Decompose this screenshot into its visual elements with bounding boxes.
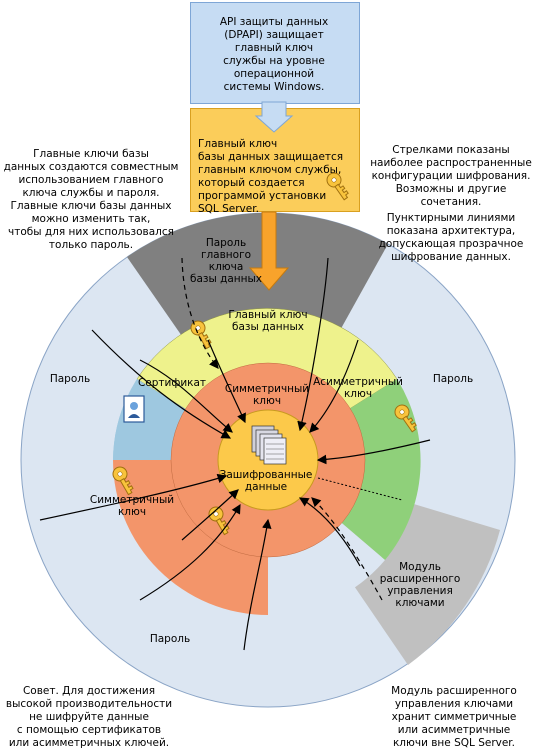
label-db-password-1: Пароль: [206, 237, 246, 249]
note-line: использованием главного: [18, 174, 164, 186]
note-line: чтобы для них использовался: [8, 226, 174, 238]
note-bottom-right: Модуль расширенного управления ключами х…: [368, 685, 540, 750]
label-ekm-2: расширенного: [380, 573, 461, 585]
note-line: только пароль.: [48, 239, 134, 251]
label-ekm-3: управления: [387, 585, 453, 597]
dpapi-line: (DPAPI) защищает: [224, 29, 324, 41]
note-line: Возможны и другие: [395, 183, 507, 195]
service-master-key-icon: [323, 169, 353, 203]
arrow-bottom-left-to-center: [139, 503, 241, 601]
label-encrypted-data-1: Зашифрованные: [220, 469, 313, 481]
dpapi-line: операционной: [233, 68, 315, 80]
note-line: или асимметричных ключей.: [8, 737, 170, 749]
note-bottom-left: Совет. Для достижения высокой производит…: [0, 685, 178, 750]
note-line: Главные ключи базы данных: [10, 200, 172, 212]
label-ekm-1: Модуль: [399, 561, 441, 573]
smk-line: базы данных защищается: [198, 151, 344, 163]
note-line: показана архитектура,: [386, 225, 516, 237]
smk-line: который создается: [198, 177, 305, 189]
label-encrypted-data-2: данные: [245, 481, 287, 493]
dashed-arrow-dbpassword: [181, 257, 219, 369]
arrow-dbkey-to-center: [207, 339, 246, 424]
arrow-password-right-to-center: [316, 439, 431, 465]
arrow-bottom-to-center: [243, 518, 272, 651]
note-line: данных создаются совместным: [3, 161, 179, 173]
label-asymmetric-1: Асимметричный: [313, 376, 403, 388]
dpapi-arrow: [254, 101, 294, 133]
label-db-password-4: базы данных: [190, 273, 262, 285]
label-password-right: Пароль: [433, 373, 473, 385]
label-symmetric-center-2: ключ: [253, 395, 281, 407]
note-line: сочетания.: [420, 196, 482, 208]
note-top-left: Главные ключи базы данных создаются совм…: [2, 148, 180, 252]
service-key-arrow: [248, 211, 290, 291]
dpapi-line: главный ключ: [234, 42, 314, 54]
note-line: хранит симметричные: [391, 711, 517, 723]
arrow-symleft-to-center: [39, 473, 228, 521]
label-db-password-2: главного: [201, 249, 251, 261]
smk-line: Главный ключ: [198, 138, 278, 150]
arrow-password-left-to-center: [91, 329, 232, 439]
note-line: не шифруйте данные: [29, 711, 149, 723]
note-line: управления ключами: [394, 698, 514, 710]
smk-line: главным ключом службы,: [198, 164, 342, 176]
label-symmetric-left-1: Симметричный: [90, 494, 174, 506]
note-line: допускающая прозрачное: [378, 238, 524, 250]
service-master-key-text: Главный ключ базы данных защищается глав…: [194, 138, 354, 216]
note-line: шифрование данных.: [391, 251, 511, 263]
note-line: ключи вне SQL Server.: [392, 737, 516, 749]
note-line: Стрелками показаны: [392, 144, 510, 156]
arrow-ekm-to-center: [298, 497, 361, 567]
note-line: Главные ключи базы: [33, 148, 149, 160]
label-asymmetric-2: ключ: [344, 388, 372, 400]
dashed-arrow-ekm: [311, 497, 383, 601]
arrow-asym-to-center: [309, 339, 359, 433]
note-line: можно изменить так,: [31, 213, 151, 225]
data-pages-icon: [251, 425, 287, 465]
dpapi-line: API защиты данных: [219, 16, 329, 28]
label-ekm-4: ключами: [395, 597, 444, 609]
dpapi-line: службы на уровне: [223, 55, 325, 67]
label-symmetric-left-2: ключ: [118, 506, 146, 518]
note-top-right-arrows: Стрелками показаны наиболее распростране…: [360, 144, 542, 209]
label-db-master-key-1: Главный ключ: [228, 309, 307, 321]
note-line: наиболее распространенные: [370, 157, 532, 169]
dpapi-box: [190, 2, 360, 104]
arrow-top-to-asym: [297, 257, 329, 432]
label-db-password-3: ключа: [209, 261, 244, 273]
label-certificate: Сертификат: [138, 377, 206, 389]
dpapi-text: API защиты данных (DPAPI) защищает главн…: [190, 16, 358, 94]
note-line: конфигурации шифрования.: [371, 170, 531, 182]
note-line: ключа службы и пароля.: [22, 187, 160, 199]
note-line: Совет. Для достижения: [22, 685, 156, 697]
arrow-certificate-to-center: [139, 359, 233, 433]
label-password-bottom: Пароль: [150, 633, 190, 645]
note-line: Пунктирными линиями: [386, 212, 516, 224]
smk-line: SQL Server.: [198, 203, 259, 215]
note-line: высокой производительности: [5, 698, 173, 710]
dotted-line-ekm: [317, 477, 403, 501]
smk-line: программой установки: [198, 190, 327, 202]
label-password-left: Пароль: [50, 373, 90, 385]
dpapi-line: системы Windows.: [223, 81, 325, 93]
note-line: Модуль расширенного: [391, 685, 517, 697]
certificate-icon: [123, 395, 145, 423]
label-symmetric-center-1: Симметричный: [225, 383, 309, 395]
label-db-master-key-2: базы данных: [232, 321, 304, 333]
note-line: с помощью сертификатов: [16, 724, 162, 736]
note-line: или асимметричные: [397, 724, 511, 736]
arrow-sym-center-to-data: [181, 489, 239, 541]
note-top-right-dashed: Пунктирными линиями показана архитектура…: [360, 212, 542, 264]
